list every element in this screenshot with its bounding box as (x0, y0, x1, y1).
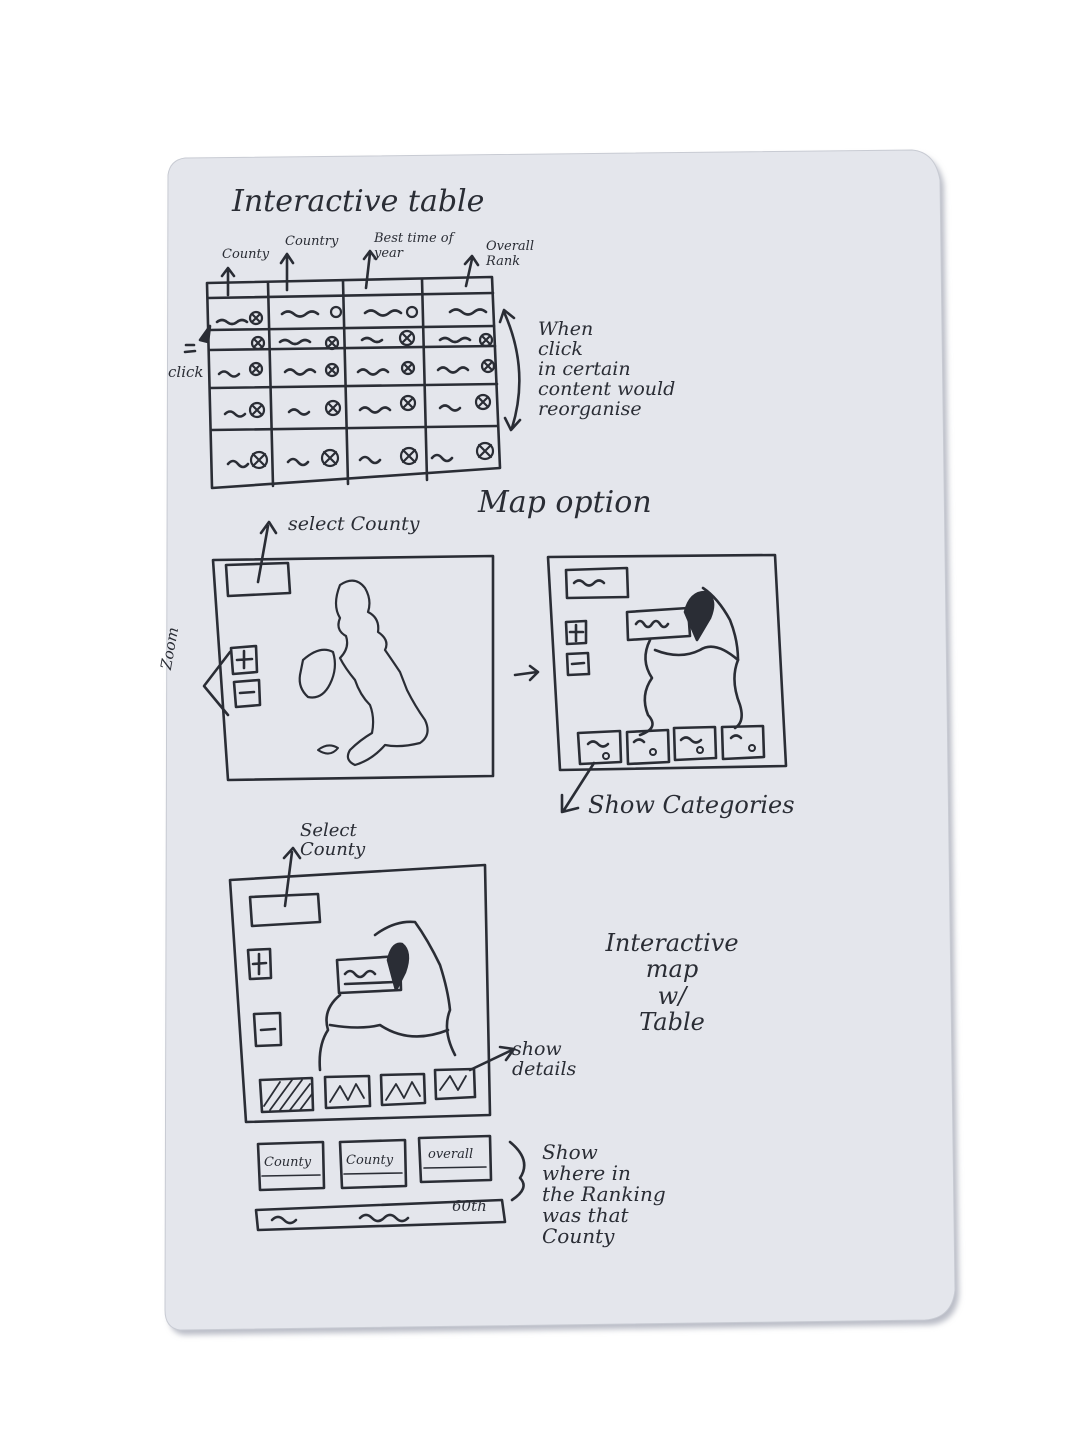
title-line: w/ (657, 981, 687, 1010)
tile-county-1: County (264, 1155, 312, 1170)
table-sketch (183, 249, 522, 490)
map-sketch-1 (202, 520, 495, 782)
note-line: the Ranking (542, 1182, 666, 1206)
note-line: was that (542, 1203, 629, 1227)
map-option-title: Map option (478, 485, 652, 520)
select-county-label: select County (288, 513, 420, 535)
paper-sheet (164, 149, 956, 1331)
column-header-best-time: Best time of year (374, 231, 454, 261)
column-header-country: Country (285, 234, 339, 249)
click-label: click (168, 363, 204, 381)
note-line: Show (542, 1140, 598, 1164)
label-line: Select (300, 820, 357, 841)
title-line: map (645, 955, 699, 984)
note-line: click (538, 337, 583, 360)
show-categories-label: Show Categories (588, 791, 795, 819)
reorganise-note: When click in certain content would reor… (538, 318, 676, 420)
rank-value: 60th (452, 1197, 487, 1215)
title-line: Table (639, 1008, 705, 1037)
label-line: details (512, 1057, 577, 1080)
map-sketch-3 (228, 846, 526, 1232)
interactive-map-table-title: Interactive map w/ Table (582, 930, 762, 1036)
table-title: Interactive table (232, 184, 485, 219)
note-line: When (538, 318, 594, 340)
tile-overall: overall (428, 1147, 474, 1162)
note-line: County (542, 1224, 615, 1248)
select-county-label-2: Select County (300, 820, 366, 860)
column-header-overall-rank: Overall Rank (486, 239, 534, 269)
map-sketch-2 (546, 553, 788, 814)
note-line: reorganise (538, 397, 642, 420)
note-line: where in (542, 1161, 631, 1185)
column-header-county: County (222, 247, 270, 262)
label-line: show (512, 1038, 562, 1060)
tile-county-2: County (346, 1153, 394, 1168)
note-line: in certain (538, 357, 631, 380)
title-line: Interactive (605, 929, 739, 957)
label-line: County (300, 838, 366, 860)
show-details-label: show details (512, 1038, 577, 1080)
note-line: content would (538, 377, 676, 400)
ranking-note: Show where in the Ranking was that Count… (542, 1142, 666, 1247)
